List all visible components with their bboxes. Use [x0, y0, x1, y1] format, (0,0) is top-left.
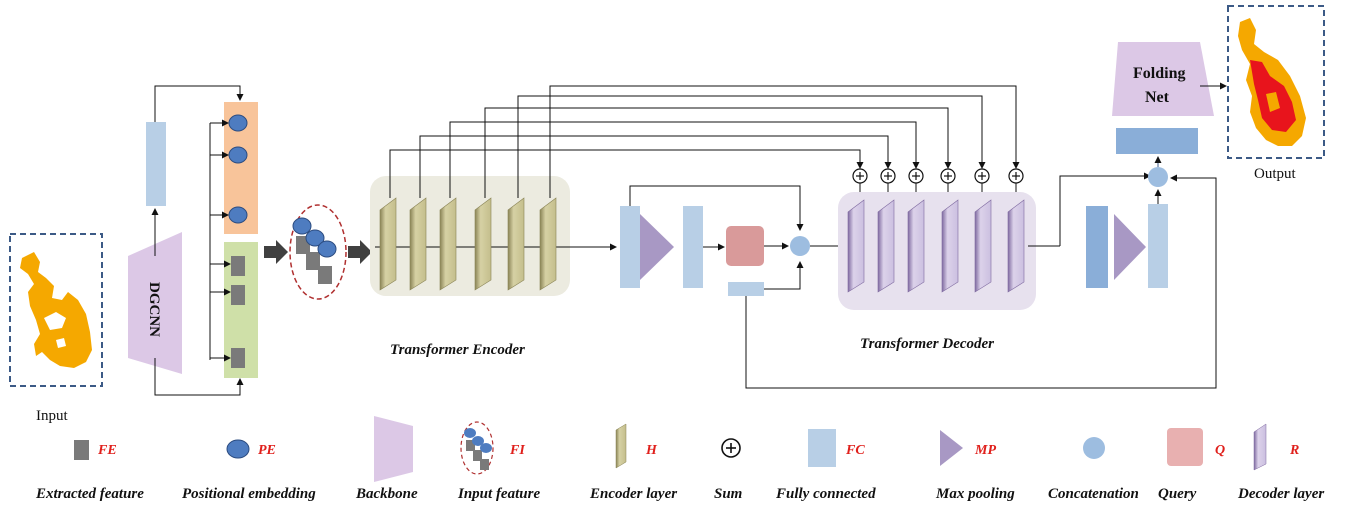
query-fc-up: [764, 261, 804, 290]
sum-node-3: [908, 168, 924, 184]
backbone-fc: [146, 122, 166, 206]
sum-node-2: [880, 168, 896, 184]
legend-abbr-q: Q: [1215, 443, 1225, 458]
folding-net-label-1: Folding: [1133, 65, 1185, 82]
skip-line-3: [449, 121, 920, 198]
circle-plus-icon: [721, 438, 741, 458]
encoder-layer-5: [507, 197, 525, 291]
encoder-layers: [379, 197, 557, 291]
sum-node-5: [974, 168, 990, 184]
query-fc: [728, 282, 764, 296]
skip-line-5: [517, 95, 986, 198]
legend-abbr-pe: PE: [258, 443, 276, 458]
input-feature-group: [289, 204, 347, 300]
gray-square-icon: [74, 440, 89, 460]
legend-desc-concatenation: Concatenation: [1048, 486, 1139, 502]
encoder-layer-icon: [615, 423, 627, 469]
encoder-layer-1: [379, 197, 397, 291]
backbone-connectors: [151, 85, 244, 396]
skip-line-4: [484, 107, 952, 198]
skip-line-1: [389, 149, 864, 198]
skip-line-2: [419, 135, 892, 198]
legend-desc-input-feature: Input feature: [457, 486, 540, 502]
legend-desc-encoder-layer: Encoder layer: [589, 486, 677, 502]
input-label: Input: [36, 408, 68, 424]
decoder-layers: [847, 199, 1025, 293]
output-point-cloud: Output: [1227, 5, 1325, 182]
decoder-layer-5: [974, 199, 992, 293]
sum-nodes: [852, 168, 1024, 184]
sum-node-1: [852, 168, 868, 184]
legend-desc-fully-connected: Fully connected: [775, 486, 876, 502]
triangle-icon: [940, 430, 963, 466]
transformer-decoder-label: Transformer Decoder: [860, 336, 994, 352]
dgcnn-backbone: DGCNN: [128, 232, 182, 374]
decoder-background: [838, 192, 1036, 310]
sum-node-6: [1008, 168, 1024, 184]
decoder-layer-3: [907, 199, 925, 293]
legend-desc-extracted-feature: Extracted feature: [35, 486, 144, 502]
decoder-layer-2: [877, 199, 895, 293]
legend-abbr-r: R: [1289, 443, 1299, 458]
decoder-head: [745, 128, 1217, 389]
legend-abbr-fe: FE: [97, 443, 117, 458]
trapezoid-icon: [374, 416, 413, 482]
decoder-layer-1: [847, 199, 865, 293]
legend-abbr-fi: FI: [509, 443, 525, 458]
legend-desc-sum: Sum: [714, 486, 742, 502]
legend: FE PE FI H FC MP Q R Extracted feature P…: [35, 416, 1324, 502]
legend-desc-backbone: Backbone: [355, 486, 418, 502]
pink-square-icon: [1167, 428, 1203, 466]
encoder-layer-3: [439, 197, 457, 291]
skip-line-6: [549, 85, 1020, 198]
encoder-layer-6: [539, 197, 557, 291]
decoder-layer-4: [941, 199, 959, 293]
skip-connections: [389, 85, 1020, 199]
encoder-layer-2: [409, 197, 427, 291]
legend-abbr-h: H: [645, 443, 658, 458]
legend-desc-decoder-layer: Decoder layer: [1237, 486, 1324, 502]
blue-circle-icon: [1083, 437, 1105, 459]
blue-ellipse-icon: [226, 439, 250, 459]
transformer-encoder-label: Transformer Encoder: [390, 342, 525, 358]
folding-net-label-2: Net: [1145, 89, 1170, 106]
output-label: Output: [1254, 166, 1297, 182]
legend-desc-positional-embedding: Positional embedding: [182, 486, 316, 502]
legend-desc-query: Query: [1158, 486, 1197, 502]
legend-abbr-mp: MP: [974, 443, 996, 458]
query-block: [726, 226, 764, 266]
legend-abbr-fc: FC: [845, 443, 865, 458]
fat-arrow-2: [348, 240, 372, 264]
positional-embedding-panel: [224, 102, 258, 234]
decoder-layer-icon: [1253, 423, 1267, 471]
light-blue-rect-icon: [808, 429, 836, 467]
panel-feed-lines: [209, 119, 231, 362]
folding-net: Folding Net: [1112, 42, 1214, 116]
encoder-layer-4: [474, 197, 492, 291]
input-point-cloud: Input: [9, 233, 103, 424]
input-feature-icon: [460, 421, 494, 475]
encoder-head: [620, 185, 804, 288]
concat-node-1: [790, 236, 810, 256]
dgcnn-label: DGCNN: [146, 282, 162, 337]
sum-node-4: [940, 168, 956, 184]
decoder-layer-6: [1007, 199, 1025, 293]
fat-arrow-1: [264, 240, 288, 264]
legend-desc-max-pooling: Max pooling: [935, 486, 1015, 502]
